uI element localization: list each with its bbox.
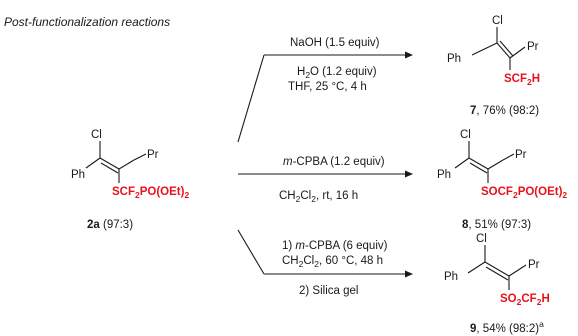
atom-ph: Ph <box>71 169 85 181</box>
bond <box>508 264 527 277</box>
atom-cl: Cl <box>460 129 471 141</box>
bond <box>484 261 510 277</box>
group-socf2po-oet2: SOCF2PO(OEt)2 <box>481 186 567 200</box>
arrowhead-bottom <box>405 270 413 278</box>
conditions-3-step1: 1) m-CPBA (6 equiv) <box>282 240 388 252</box>
bond <box>485 266 509 281</box>
bond <box>118 159 135 170</box>
conditions-1-reagent: NaOH (1.5 equiv) <box>290 37 380 49</box>
compound-label-9: 9, 54% (98:2)a <box>470 319 544 335</box>
product-7: Cl Ph Pr SCF2H 7, 76% (98:2) <box>447 15 540 117</box>
compound-label-8: 8, 51% (97:3) <box>462 219 531 231</box>
bond <box>502 153 515 161</box>
bond <box>509 46 526 59</box>
group-so2cf2h: SO2CF2H <box>500 293 550 307</box>
atom-ph: Ph <box>437 169 451 181</box>
atom-cl: Cl <box>476 233 487 245</box>
atom-cl: Cl <box>91 129 102 141</box>
atom-pr: Pr <box>528 259 540 271</box>
bond <box>85 157 101 169</box>
bond <box>100 162 119 174</box>
product-8: Cl Ph Pr SOCF2PO(OEt)2 8, 51% (97:3) <box>437 129 567 231</box>
compound-label-7: 7, 76% (98:2) <box>470 105 539 117</box>
atom-ph: Ph <box>447 53 461 65</box>
conditions-2-solvent: CH2Cl2, rt, 16 h <box>279 190 358 204</box>
branch-line-top <box>237 54 265 143</box>
scheme-title: Post-functionalization reactions <box>4 15 170 29</box>
bond <box>133 153 147 161</box>
bond <box>487 159 504 170</box>
arrowhead-top <box>405 51 413 59</box>
bond <box>499 40 514 57</box>
compound-label-2a: 2a (97:3) <box>87 219 133 231</box>
conditions-1-solvent: THF, 25 °C, 4 h <box>288 81 367 93</box>
atom-pr: Pr <box>147 149 159 161</box>
branch-line-bottom <box>237 229 265 275</box>
bond <box>467 261 486 274</box>
conditions-3-step2: 2) Silica gel <box>299 285 358 297</box>
bond <box>471 42 498 56</box>
bond <box>468 157 489 170</box>
atom-ph: Ph <box>444 271 458 283</box>
group-scf2h: SCF2H <box>504 73 540 87</box>
atom-cl: Cl <box>492 15 503 27</box>
bond <box>99 157 120 170</box>
product-9: Cl Ph Pr SO2CF2H 9, 54% (98:2)a <box>444 233 550 335</box>
conditions-1-water: H2O (1.2 equiv) <box>297 66 377 80</box>
bond <box>496 42 511 59</box>
atom-pr: Pr <box>527 41 539 53</box>
conditions-2-reagent: m-CPBA (1.2 equiv) <box>283 156 385 168</box>
atom-pr: Pr <box>515 149 527 161</box>
group-scf2po-oet2: SCF2PO(OEt)2 <box>112 186 189 200</box>
bond <box>454 157 470 169</box>
bond <box>469 162 488 174</box>
starting-material-2a: Cl Ph Pr SCF2PO(OEt)2 2a (97:3) <box>71 129 189 231</box>
arrowhead-middle <box>405 170 413 178</box>
conditions-3-solvent: CH2Cl2, 60 °C, 48 h <box>282 255 383 269</box>
